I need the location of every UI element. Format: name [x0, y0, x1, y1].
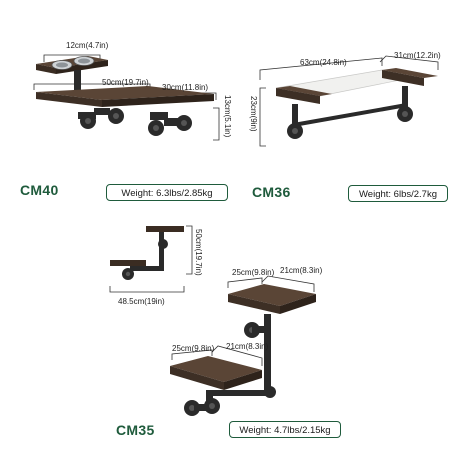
cm35-side-view-illustration	[109, 225, 193, 293]
cm35-model-label: CM35	[116, 422, 155, 438]
cm36-depth-dimension: 31cm(12.2in)	[394, 51, 441, 60]
cm40-shelf-illustration	[33, 54, 220, 141]
cm35-side-height-dimension: 50cm(19.7in)	[194, 229, 203, 276]
cm40-length-dimension: 50cm(19.7in)	[102, 78, 149, 87]
cm40-depth-dimension: 30cm(11.8in)	[162, 83, 209, 92]
cm40-bowl-dimension: 12cm(4.7in)	[66, 41, 109, 50]
cm35-shelf-illustration	[170, 275, 316, 416]
cm36-weight-badge: Weight: 6lbs/2.7kg	[348, 185, 448, 202]
cm35-lower-depth-dimension: 21cm(8.3in)	[226, 342, 269, 351]
cm35-upper-depth-dimension: 21cm(8.3in)	[280, 266, 323, 275]
cm40-weight-badge: Weight: 6.3lbs/2.85kg	[106, 184, 228, 201]
cm35-upper-width-dimension: 25cm(9.8in)	[232, 268, 275, 277]
cm36-length-dimension: 63cm(24.8in)	[300, 58, 347, 67]
cm40-model-label: CM40	[20, 182, 59, 198]
cm36-model-label: CM36	[252, 184, 291, 200]
cm35-weight-badge: Weight: 4.7lbs/2.15kg	[229, 421, 341, 438]
cm35-lower-width-dimension: 25cm(9.8in)	[172, 344, 215, 353]
cm36-height-dimension: 23cm(9in)	[249, 96, 258, 132]
cm36-shelf-illustration	[259, 55, 439, 147]
cm40-height-dimension: 13cm(5.1in)	[223, 95, 232, 138]
cm35-side-width-dimension: 48.5cm(19in)	[118, 297, 165, 306]
